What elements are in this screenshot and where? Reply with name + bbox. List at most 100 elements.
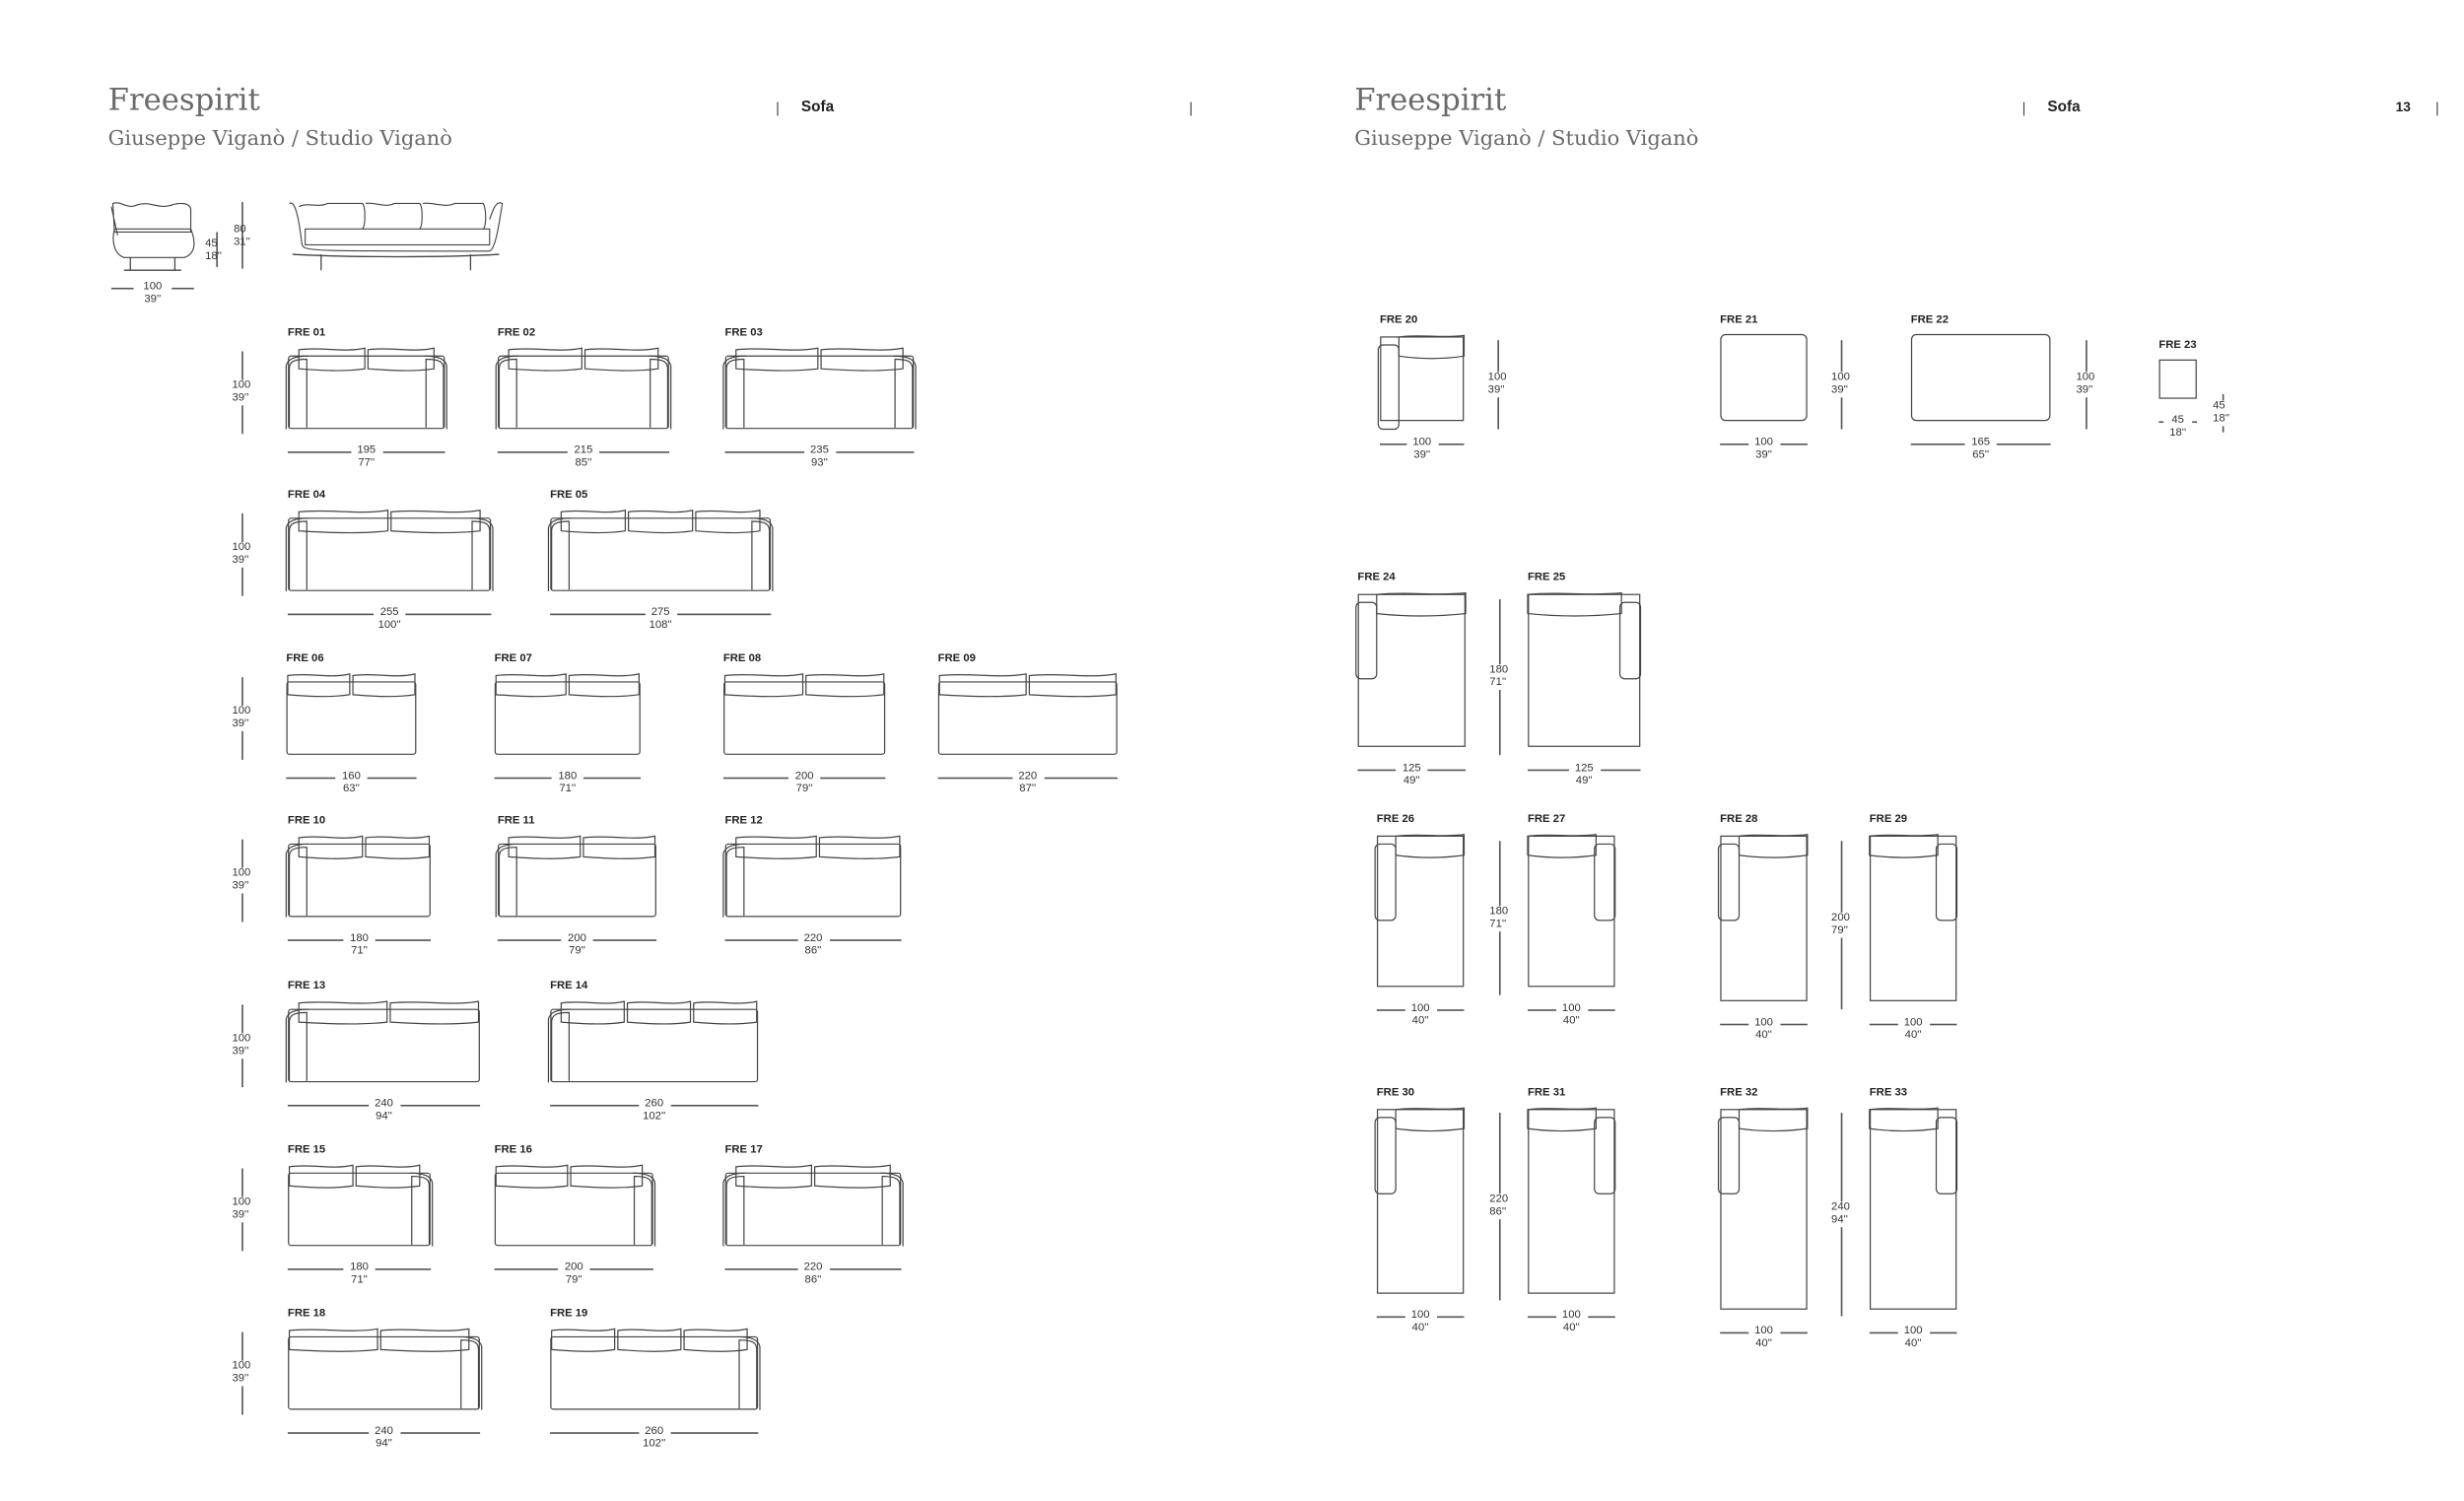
module-code: FRE 07 bbox=[494, 652, 532, 665]
module-plan-drawing bbox=[722, 835, 902, 918]
separator: | bbox=[776, 100, 780, 116]
module-code: FRE 28 bbox=[1720, 813, 1758, 826]
module-plan-drawing bbox=[288, 1328, 483, 1410]
module-code: FRE 04 bbox=[287, 489, 326, 502]
module-code: FRE 27 bbox=[1527, 813, 1566, 826]
module-plan-drawing bbox=[2158, 359, 2197, 399]
module-code: FRE 11 bbox=[497, 815, 535, 827]
module-plan-drawing bbox=[723, 673, 886, 755]
module-plan-drawing bbox=[1717, 1107, 1809, 1310]
module-plan-drawing bbox=[288, 1164, 434, 1247]
module-plan-drawing bbox=[547, 509, 774, 591]
module-plan-drawing bbox=[285, 835, 431, 918]
module-code: FRE 06 bbox=[286, 652, 324, 665]
module-code: FRE 25 bbox=[1527, 572, 1566, 583]
module-plan-drawing bbox=[494, 673, 641, 755]
module-code: FRE 01 bbox=[287, 327, 326, 339]
page-title: Freespirit bbox=[1354, 82, 1507, 118]
module-code: FRE 19 bbox=[550, 1308, 588, 1320]
module-code: FRE 03 bbox=[724, 327, 763, 339]
module-code: FRE 10 bbox=[287, 815, 326, 827]
module-code: FRE 02 bbox=[497, 327, 536, 339]
module-code: FRE 22 bbox=[1910, 314, 1949, 326]
module-code: FRE 21 bbox=[1720, 314, 1758, 326]
module-plan-drawing bbox=[1910, 333, 2051, 422]
module-plan-drawing bbox=[495, 835, 656, 918]
module-plan-drawing bbox=[550, 1328, 761, 1410]
module-plan-drawing bbox=[285, 347, 447, 430]
dimension-line bbox=[241, 201, 243, 269]
module-code: FRE 08 bbox=[722, 652, 762, 665]
module-plan-drawing bbox=[1869, 1107, 1958, 1310]
module-code: FRE 32 bbox=[1720, 1087, 1758, 1099]
module-plan-drawing bbox=[1377, 334, 1466, 431]
module-plan-drawing bbox=[1527, 834, 1616, 988]
module-plan-drawing bbox=[1527, 591, 1642, 747]
module-code: FRE 15 bbox=[287, 1144, 326, 1156]
separator: | bbox=[2434, 100, 2439, 116]
module-plan-drawing bbox=[286, 673, 417, 755]
designer-credit: Giuseppe Viganò / Studio Viganò bbox=[107, 127, 452, 152]
module-code: FRE 23 bbox=[2158, 340, 2197, 352]
dimension-line bbox=[216, 232, 218, 267]
module-code: FRE 24 bbox=[1357, 572, 1396, 583]
module-plan-drawing bbox=[285, 1000, 480, 1083]
module-code: FRE 05 bbox=[550, 489, 588, 502]
module-code: FRE 14 bbox=[550, 981, 588, 992]
module-code: FRE 16 bbox=[494, 1144, 532, 1156]
module-code: FRE 18 bbox=[287, 1308, 326, 1320]
section-label: Sofa bbox=[2047, 98, 2081, 116]
module-plan-drawing bbox=[722, 1164, 904, 1247]
module-plan-drawing bbox=[1720, 333, 1808, 422]
sofa-front-elevation-drawing bbox=[289, 202, 504, 271]
module-code: FRE 09 bbox=[937, 652, 976, 665]
module-code: FRE 17 bbox=[724, 1144, 763, 1156]
page-title: Freespirit bbox=[107, 82, 260, 118]
separator: | bbox=[1189, 100, 1194, 116]
module-plan-drawing bbox=[1374, 1107, 1466, 1294]
module-code: FRE 26 bbox=[1376, 813, 1415, 826]
page-number: 13 bbox=[2395, 98, 2411, 115]
module-plan-drawing bbox=[722, 347, 917, 430]
armchair-side-elevation-drawing bbox=[110, 202, 195, 271]
module-plan-drawing bbox=[1717, 834, 1809, 1001]
